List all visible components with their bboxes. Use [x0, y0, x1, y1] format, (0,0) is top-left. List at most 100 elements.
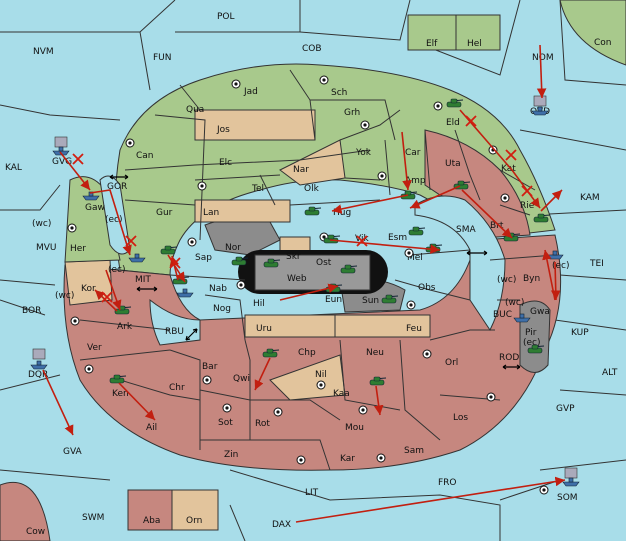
svg-text:Mel: Mel — [407, 253, 423, 263]
svg-text:ALT: ALT — [602, 368, 618, 378]
ovd-flag — [533, 95, 547, 107]
province-elf[interactable] — [407, 14, 457, 51]
svg-text:Elc: Elc — [219, 158, 232, 168]
province-hel[interactable] — [455, 14, 501, 51]
province-orn[interactable] — [171, 489, 219, 531]
svg-text:RBU: RBU — [165, 327, 184, 337]
svg-text:BUC: BUC — [493, 310, 512, 320]
svg-text:Gwa: Gwa — [530, 307, 550, 317]
svg-text:Nog: Nog — [213, 304, 231, 314]
svg-text:(wc): (wc) — [55, 291, 74, 301]
svg-text:Obs: Obs — [418, 283, 436, 293]
svg-text:SOM: SOM — [557, 493, 578, 503]
svg-text:Amp: Amp — [405, 176, 426, 186]
svg-text:MIT: MIT — [135, 275, 151, 285]
svg-text:Ail: Ail — [146, 423, 157, 433]
svg-text:Byn: Byn — [523, 274, 540, 284]
svg-text:Nor: Nor — [225, 243, 241, 253]
svg-text:Chr: Chr — [169, 383, 185, 393]
svg-text:Nar: Nar — [293, 165, 309, 175]
svg-text:Sun: Sun — [362, 296, 379, 306]
svg-text:(wc): (wc) — [497, 275, 516, 285]
svg-text:Kar: Kar — [340, 454, 355, 464]
svg-text:Cow: Cow — [26, 527, 45, 537]
gvg-flag — [54, 136, 68, 148]
svg-text:Orl: Orl — [445, 358, 458, 368]
svg-text:KAM: KAM — [580, 193, 600, 203]
svg-text:Sap: Sap — [195, 253, 212, 263]
dqr-flag — [32, 348, 46, 360]
sea-rbu[interactable] — [149, 298, 201, 346]
svg-text:Gur: Gur — [156, 208, 173, 218]
svg-text:Vik: Vik — [355, 234, 369, 244]
svg-text:Kor: Kor — [81, 284, 96, 294]
svg-text:GOR: GOR — [107, 182, 127, 192]
continent-south[interactable] — [63, 234, 562, 471]
svg-text:KUP: KUP — [571, 328, 589, 338]
svg-text:Uru: Uru — [256, 324, 272, 334]
svg-text:(ec): (ec) — [105, 215, 123, 225]
svg-text:Hel: Hel — [467, 39, 482, 49]
svg-text:GVP: GVP — [556, 404, 575, 414]
svg-text:Feu: Feu — [406, 324, 422, 334]
svg-text:Zin: Zin — [224, 450, 238, 460]
svg-text:Esm: Esm — [388, 233, 407, 243]
svg-text:MVU: MVU — [36, 243, 57, 253]
svg-text:Olk: Olk — [304, 184, 320, 194]
svg-text:GVA: GVA — [63, 447, 83, 457]
svg-text:Brt: Brt — [490, 221, 504, 231]
svg-text:NOM: NOM — [532, 53, 554, 63]
svg-text:Elf: Elf — [426, 39, 438, 49]
svg-text:Web: Web — [287, 274, 307, 284]
svg-text:BOR: BOR — [22, 306, 41, 316]
svg-text:Sot: Sot — [218, 418, 233, 428]
svg-text:(ec): (ec) — [552, 261, 570, 271]
svg-text:Los: Los — [453, 413, 468, 423]
svg-text:(wc): (wc) — [32, 219, 51, 229]
failed-orders — [72, 115, 533, 303]
svg-text:Skr: Skr — [286, 252, 301, 262]
svg-text:Can: Can — [136, 151, 154, 161]
province-jos[interactable] — [194, 109, 316, 141]
svg-text:Neu: Neu — [366, 348, 384, 358]
svg-text:Uta: Uta — [445, 159, 461, 169]
svg-text:Ken: Ken — [112, 389, 129, 399]
svg-text:SWM: SWM — [82, 513, 104, 523]
svg-text:Eld: Eld — [446, 118, 460, 128]
svg-text:Lan: Lan — [203, 208, 219, 218]
svg-text:Nil: Nil — [315, 370, 327, 380]
svg-text:Ver: Ver — [87, 343, 102, 353]
svg-text:Chp: Chp — [298, 348, 316, 358]
svg-text:Qwi: Qwi — [233, 374, 250, 384]
svg-text:FUN: FUN — [153, 53, 172, 63]
svg-text:Nab: Nab — [209, 284, 227, 294]
svg-text:Her: Her — [70, 244, 86, 254]
svg-text:KAL: KAL — [5, 163, 22, 173]
svg-text:Ark: Ark — [117, 322, 133, 332]
svg-text:SMA: SMA — [456, 225, 476, 235]
svg-text:Rie: Rie — [520, 201, 535, 211]
province-lan[interactable] — [194, 199, 291, 223]
svg-text:Bar: Bar — [202, 362, 218, 372]
sea-sma[interactable] — [414, 195, 506, 331]
svg-text:Ost: Ost — [316, 258, 332, 268]
svg-text:Gaw: Gaw — [85, 203, 105, 213]
svg-text:(wc): (wc) — [505, 298, 524, 308]
svg-text:Yok: Yok — [355, 148, 372, 158]
province-feu[interactable] — [334, 314, 431, 338]
svg-text:COB: COB — [302, 44, 322, 54]
svg-text:NVM: NVM — [33, 47, 54, 57]
svg-text:POL: POL — [217, 12, 235, 22]
svg-text:FRO: FRO — [438, 478, 457, 488]
svg-text:Pir: Pir — [525, 328, 537, 338]
som-flag — [564, 467, 578, 479]
svg-text:DAX: DAX — [272, 520, 291, 530]
svg-text:Kaa: Kaa — [333, 389, 350, 399]
svg-text:LIT: LIT — [305, 488, 319, 498]
svg-text:Jos: Jos — [216, 125, 230, 135]
svg-text:Grh: Grh — [344, 108, 360, 118]
svg-text:Eun: Eun — [325, 295, 342, 305]
svg-text:Sch: Sch — [331, 88, 347, 98]
svg-text:Tel: Tel — [251, 184, 264, 194]
